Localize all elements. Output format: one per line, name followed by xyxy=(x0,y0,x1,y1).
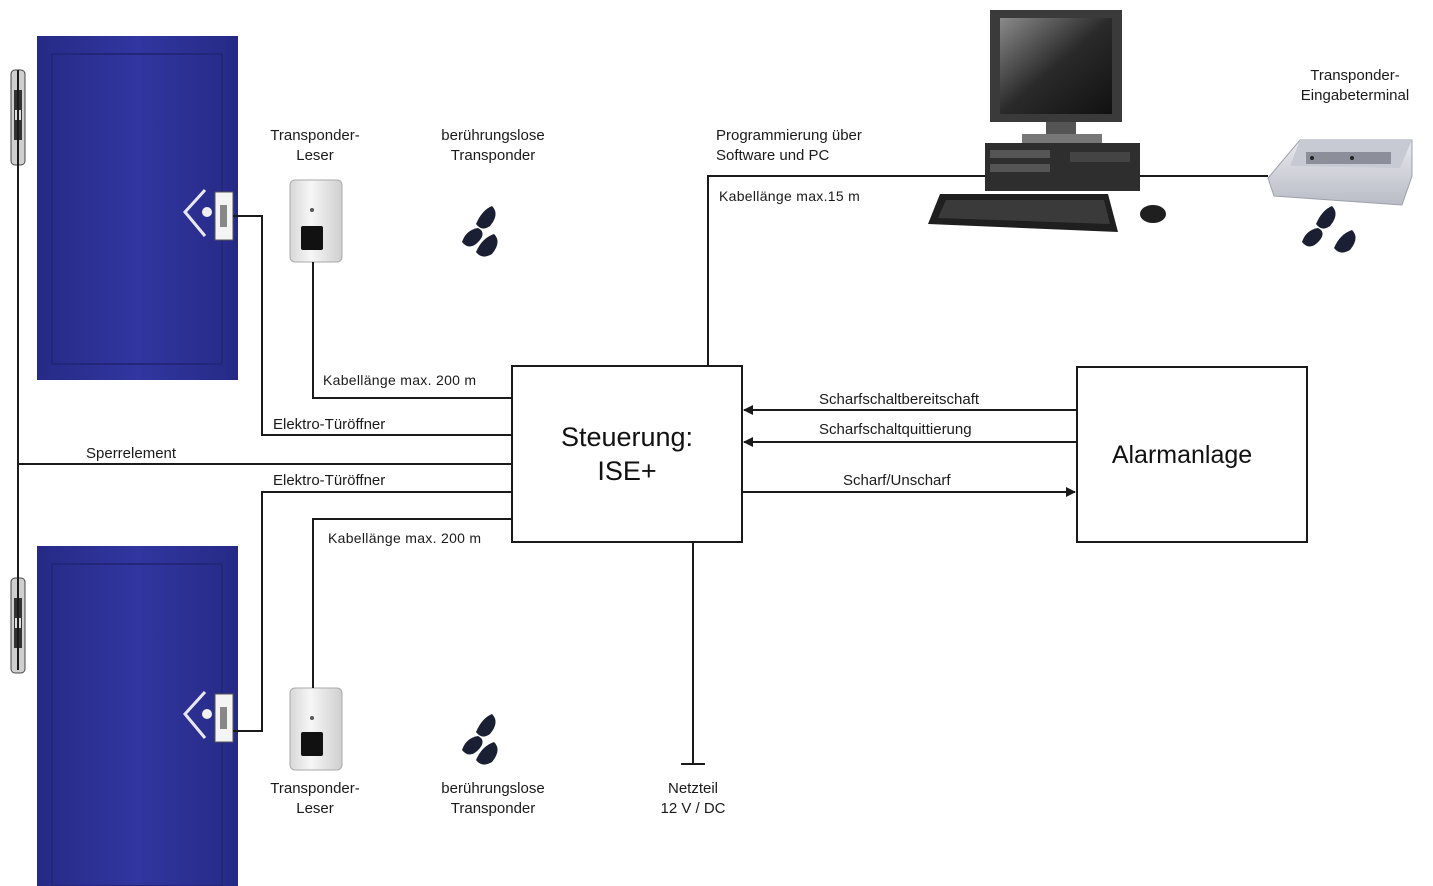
cable-reader-top-label: Kabellänge max. 200 m xyxy=(323,372,477,388)
transponders-top-label: berührungslose Transponder xyxy=(420,126,566,166)
alarm-box xyxy=(1076,366,1308,543)
transponder-terminal-icon xyxy=(1267,139,1413,206)
programming-label-line1: Programmierung über xyxy=(716,127,862,144)
arrow-lines xyxy=(742,405,1077,497)
transponders-bottom-label-line1: berührungslose xyxy=(441,780,545,797)
controller-box xyxy=(511,365,743,543)
cable-pc-label: Kabellänge max.15 m xyxy=(719,188,861,204)
key-fob-top-icon xyxy=(462,206,498,257)
transponders-top-label-line2: Transponder xyxy=(450,147,536,164)
transponders-bottom-label-line2: Transponder xyxy=(450,800,536,817)
reader-bottom-label-line1: Transponder- xyxy=(270,780,360,797)
reader-bottom-label: Transponder- Leser xyxy=(250,779,380,819)
cable-reader-bottom-label: Kabellänge max. 200 m xyxy=(328,530,482,546)
door-handle-top-icon xyxy=(183,188,234,241)
controller-title-line2: ISE+ xyxy=(597,456,657,486)
connection-lines xyxy=(17,70,1268,765)
terminal-label: Transponder- Eingabeterminal xyxy=(1280,66,1430,106)
controller-title-line1: Steuerung: xyxy=(560,422,694,452)
terminal-label-line1: Transponder- xyxy=(1310,67,1400,84)
door-opener-top-label: Elektro-Türöffner xyxy=(273,416,386,433)
terminal-label-line2: Eingabeterminal xyxy=(1300,87,1410,104)
power-supply-label-line2: 12 V / DC xyxy=(660,800,726,817)
power-supply-label-line1: Netzteil xyxy=(667,780,719,797)
door-opener-bottom-label: Elektro-Türöffner xyxy=(273,472,386,489)
reader-top-label-line2: Leser xyxy=(296,147,334,164)
alarm-title: Alarmanlage xyxy=(1111,441,1253,469)
lock-element-label: Sperrelement xyxy=(86,445,177,462)
key-fob-terminal-icon xyxy=(1302,206,1356,253)
programming-label-line2: Software und PC xyxy=(716,147,830,164)
transponder-reader-bottom-icon xyxy=(289,687,343,771)
key-fob-bottom-icon xyxy=(462,714,498,765)
reader-top-label: Transponder- Leser xyxy=(250,126,380,166)
reader-top-label-line1: Transponder- xyxy=(270,127,360,144)
door-handle-bottom-icon xyxy=(183,690,234,743)
transponders-bottom-label: berührungslose Transponder xyxy=(420,779,566,819)
arm-ack-label: Scharfschaltquittierung xyxy=(819,421,972,438)
transponder-reader-top-icon xyxy=(289,179,343,263)
controller-title: Steuerung: ISE+ xyxy=(512,420,742,488)
power-supply-label: Netzteil 12 V / DC xyxy=(636,779,750,819)
reader-bottom-label-line2: Leser xyxy=(296,800,334,817)
transponders-top-label-line1: berührungslose xyxy=(441,127,545,144)
pc-icon xyxy=(928,10,1166,232)
programming-label: Programmierung über Software und PC xyxy=(716,126,862,166)
arm-toggle-label: Scharf/Unscharf xyxy=(843,472,951,489)
arm-ready-label: Scharfschaltbereitschaft xyxy=(819,391,980,408)
